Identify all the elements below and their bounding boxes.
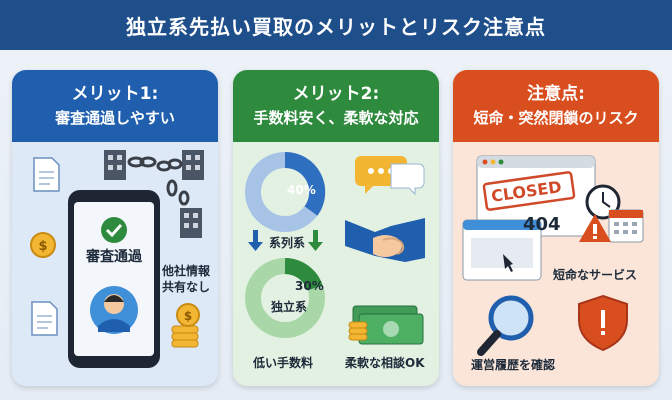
building-icon <box>180 208 202 238</box>
side-label-line2: 共有なし <box>162 280 211 294</box>
title-banner: 独立系先払い買取のメリットとリスク注意点 <box>0 0 672 50</box>
handshake-icon <box>345 218 425 262</box>
building-icon <box>182 150 204 180</box>
document-icon <box>33 157 60 192</box>
label-independent: 独立系 <box>271 300 308 314</box>
person-icon <box>90 286 138 334</box>
broken-chain-icon <box>127 156 190 206</box>
caption-low-fee: 低い手数料 <box>253 356 314 370</box>
panel-header: メリット2: 手数料安く、柔軟な対応 <box>233 70 439 142</box>
donut-chart-icon <box>245 151 326 232</box>
fee-top-label: 40% <box>287 183 316 197</box>
warning-icon <box>579 214 611 242</box>
phone-badge-text: 審査通過 <box>86 249 142 265</box>
page-title: 独立系先払い買取のメリットとリスク注意点 <box>126 14 546 39</box>
panel-header: メリット1: 審査通過しやすい <box>12 70 218 142</box>
money-stack-icon <box>348 305 424 345</box>
arrow-down-icon <box>248 230 263 251</box>
svg-text:$: $ <box>184 309 192 323</box>
document-icon <box>31 301 58 336</box>
panel-illustration <box>462 155 644 356</box>
side-label-line1: 他社情報 <box>162 264 211 278</box>
panel-illustration: $ <box>30 150 204 368</box>
fee-bottom-label: 30% <box>295 279 324 293</box>
coin-stack-icon: $ <box>171 303 200 348</box>
panel-merit-1: メリット1: 審査通過しやすい $ <box>12 70 218 386</box>
arrow-down-icon <box>308 230 323 251</box>
panel-merit-2: メリット2: 手数料安く、柔軟な対応 <box>233 70 439 386</box>
panel-heading: メリット2: <box>292 84 380 104</box>
caption-flexible: 柔軟な相談OK <box>345 356 425 370</box>
building-icon <box>104 150 126 180</box>
donut-chart-icon <box>245 258 325 338</box>
browser-window-icon <box>462 219 542 281</box>
chat-bubble-icon <box>355 156 425 196</box>
panel-subheading: 審査通過しやすい <box>55 109 175 127</box>
caption-short-lived: 短命なサービス <box>553 268 638 282</box>
panel-subheading: 手数料安く、柔軟な対応 <box>253 109 419 127</box>
shield-icon <box>578 294 628 352</box>
panel-heading: 注意点: <box>527 84 585 104</box>
panel-header: 注意点: 短命・突然閉鎖のリスク <box>453 70 659 142</box>
panel-caution: 注意点: 短命・突然閉鎖のリスク <box>453 70 659 386</box>
phone-icon <box>68 190 160 368</box>
error-code-text: 404 <box>523 214 561 235</box>
panel-illustration <box>245 151 425 345</box>
panel-subheading: 短命・突然閉鎖のリスク <box>473 109 639 127</box>
svg-text:$: $ <box>38 239 47 254</box>
caption-check-history: 運営履歴を確認 <box>471 358 556 372</box>
calendar-icon <box>608 209 644 243</box>
panel-heading: メリット1: <box>71 84 159 104</box>
label-series: 系列系 <box>269 236 306 250</box>
coin-icon: $ <box>30 232 56 258</box>
magnifier-icon <box>477 295 534 356</box>
check-icon <box>101 217 127 243</box>
